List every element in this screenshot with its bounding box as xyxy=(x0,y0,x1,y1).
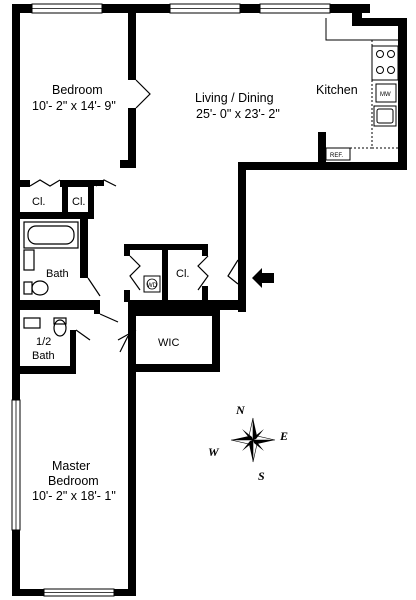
closet-label-1: Cl. xyxy=(32,196,45,208)
bathtub xyxy=(23,221,79,249)
kitchen-label: Kitchen xyxy=(316,83,358,97)
window-lines xyxy=(15,8,330,593)
microwave-label: MW xyxy=(380,92,391,98)
closet-label-3: Cl. xyxy=(176,268,189,280)
door-swings xyxy=(29,79,239,353)
wic-label: WIC xyxy=(158,337,179,349)
stove-icon xyxy=(371,45,399,81)
bath-label: Bath xyxy=(46,268,69,280)
refrigerator-label: REF. xyxy=(330,153,343,159)
refrigerator-icon xyxy=(325,147,351,161)
compass-south-label: S xyxy=(258,469,265,483)
sink-icon xyxy=(373,105,397,127)
entry-arrow-icon xyxy=(252,268,274,288)
living-dining-dims: 25'- 0" x 23'- 2" xyxy=(196,107,280,121)
compass-north-label: N xyxy=(235,403,246,417)
bedroom-dims: 10'- 2" x 14'- 9" xyxy=(32,99,116,113)
half-bath-label-line2: Bath xyxy=(32,350,55,362)
master-bedroom-label-line1: Master xyxy=(52,459,90,473)
washer-dryer-label: WD xyxy=(147,283,158,289)
compass-west-label: W xyxy=(208,445,220,459)
master-bedroom-label-line2: Bedroom xyxy=(48,474,99,488)
master-bedroom-dims: 10'- 2" x 18'- 1" xyxy=(32,489,116,503)
microwave-icon xyxy=(375,83,397,103)
compass-east-label: E xyxy=(279,429,288,443)
half-bath-label-line1: 1/2 xyxy=(36,336,51,348)
washer-dryer-icon xyxy=(143,275,161,293)
closet-label-2: Cl. xyxy=(72,196,85,208)
bedroom-label: Bedroom xyxy=(52,83,103,97)
living-dining-label: Living / Dining xyxy=(195,91,274,105)
bath-fixtures xyxy=(23,249,67,337)
compass-rose-icon xyxy=(230,417,276,463)
